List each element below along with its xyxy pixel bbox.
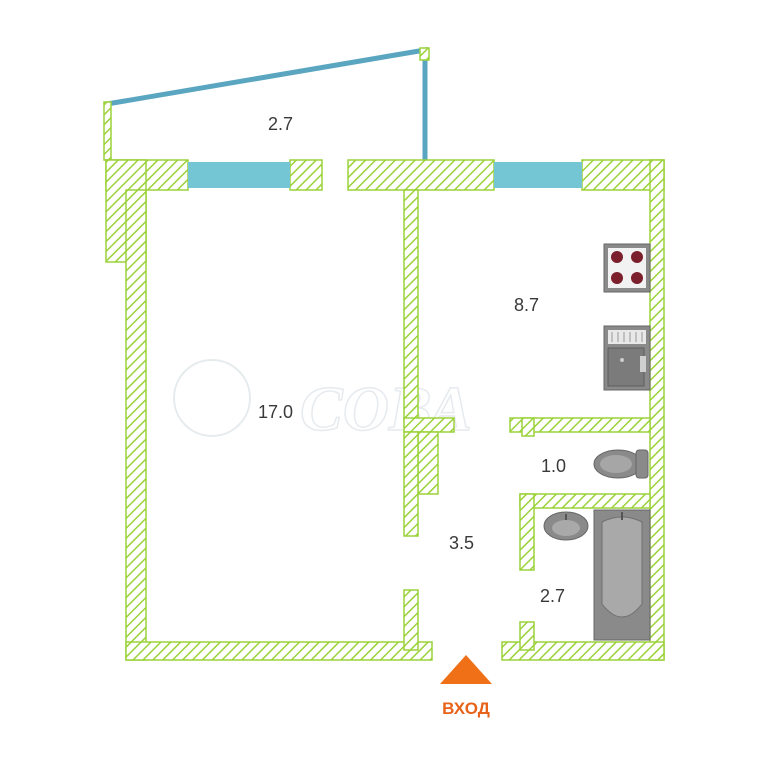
stove-icon (603, 243, 651, 293)
wall-left (125, 189, 147, 661)
wall-right (649, 159, 665, 661)
washbasin-icon (543, 511, 589, 541)
bathroom-area: 2.7 (540, 586, 565, 606)
kitchen-area: 8.7 (514, 295, 539, 315)
wall-living-kitchen (403, 189, 419, 423)
wall-bath-left (519, 493, 535, 571)
wall-living-hall (403, 431, 419, 537)
walls (105, 159, 665, 661)
balcony-outline (106, 47, 428, 160)
wall-niche (417, 431, 439, 495)
balcony-right-cap (419, 47, 430, 61)
wall-pillar (403, 417, 455, 433)
wall-toilet-bath (519, 493, 651, 509)
wall-bottom-right (501, 641, 665, 661)
wall-bottom-left (125, 641, 433, 661)
living-room-area: 17.0 (258, 402, 293, 422)
windows (188, 162, 582, 188)
balcony-area: 2.7 (268, 114, 293, 134)
entrance-marker: ВХОД (440, 655, 492, 718)
hallway-area: 3.5 (449, 533, 474, 553)
window-kitchen (494, 162, 582, 188)
toilet-area: 1.0 (541, 456, 566, 476)
entrance-arrow-icon (440, 655, 492, 684)
kitchen-sink-icon (603, 325, 651, 391)
wall-kitchen-toilet (509, 417, 651, 433)
wall-living-hall-lower (403, 589, 419, 651)
room-labels: 2.7 17.0 8.7 3.5 1.0 2.7 (258, 114, 566, 606)
watermark-text: СОВА (300, 373, 472, 444)
bathtub-icon (593, 509, 651, 641)
entrance-label: ВХОД (442, 699, 490, 718)
wall-bath-left-lower (519, 621, 535, 651)
toilet-icon (593, 449, 649, 479)
wall-top-right-a (347, 159, 495, 191)
balcony (103, 47, 430, 161)
wall-top-mid (289, 159, 323, 191)
wall-toilet-left (521, 417, 535, 437)
window-living-room (188, 162, 290, 188)
balcony-left-wall (103, 101, 112, 161)
